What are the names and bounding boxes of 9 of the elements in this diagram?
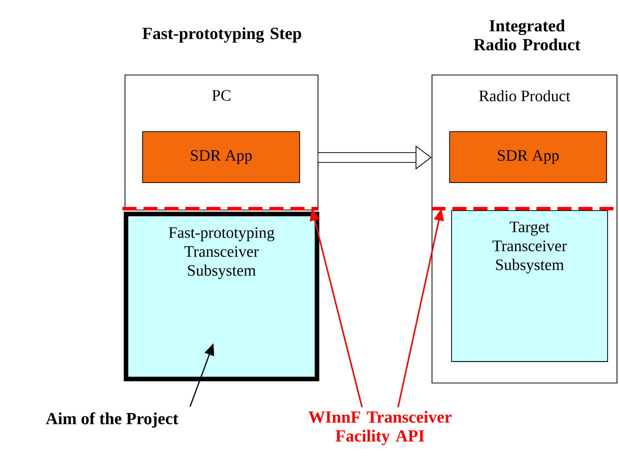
app-box: SDR App (142, 131, 300, 183)
app-box: SDR App (449, 131, 607, 183)
annotation-text: WInnF Transceiver Facility API (308, 410, 452, 446)
column-heading: Integrated Radio Product (474, 20, 580, 50)
subsystem-box: Target Transceiver Subsystem (451, 210, 608, 362)
dashed-interface-line (122, 206, 318, 210)
column-heading: Fast-prototyping Step (142, 27, 302, 43)
annotation-text: Aim of the Project (46, 412, 178, 428)
subsystem-box: Fast-prototyping Transceiver Subsystem (124, 212, 320, 382)
